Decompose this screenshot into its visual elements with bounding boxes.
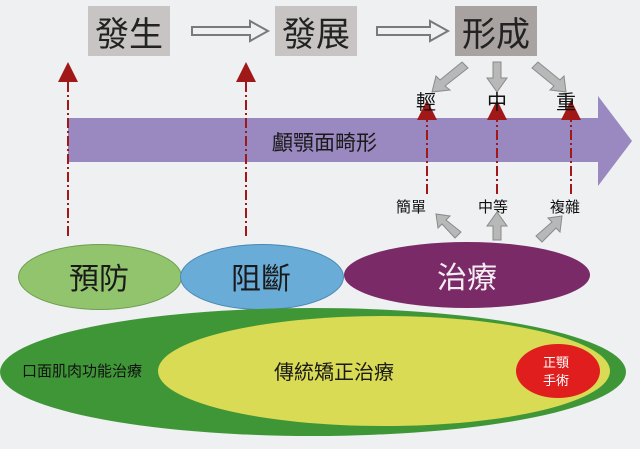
inner-treatment-ellipse [516,344,600,398]
orofacial-myofunctional-therapy-label: 口面肌肉功能治療 [22,362,143,380]
stage-label-formation: 形成 [462,14,530,55]
severity-severe-label: 重 [556,90,576,114]
complexity-complex-label: 複雜 [550,198,581,216]
treat-to-moderate-arrow [486,211,508,241]
orthognathic-surgery-label-line2: 手術 [543,374,570,389]
treat-ellipse [344,242,590,308]
formation-to-severe-arrow [531,61,567,93]
formation-to-medium-arrow [486,61,508,93]
formation-to-mild-arrow [431,61,469,93]
prevent-ellipse [18,244,182,310]
stage-flow-arrow-2 [376,19,451,43]
stage-box-development: 發展 [275,6,357,56]
complexity-simple-label: 簡單 [396,198,427,216]
traditional-orthodontic-treatment-label: 傳統矯正治療 [274,360,394,384]
stage-box-occurrence: 發生 [88,6,170,56]
severity-medium-label: 中 [487,90,507,114]
stage-box-formation: 形成 [455,6,537,56]
orthognathic-surgery-label-line1: 正顎 [543,356,570,371]
main-arrow-label: 顱顎面畸形 [272,131,377,155]
stage-flow-arrow-1 [191,19,271,43]
treat-to-simple-arrow [435,213,462,239]
treat-label: 治療 [437,261,497,296]
stage-label-development: 發展 [282,14,350,55]
severity-mild-label: 輕 [416,90,436,114]
treat-to-complex-arrow [535,215,563,243]
prevent-label: 預防 [69,262,129,297]
complexity-moderate-label: 中等 [478,198,509,216]
block-label: 阻斷 [231,262,291,297]
stage-label-occurrence: 發生 [95,14,163,55]
